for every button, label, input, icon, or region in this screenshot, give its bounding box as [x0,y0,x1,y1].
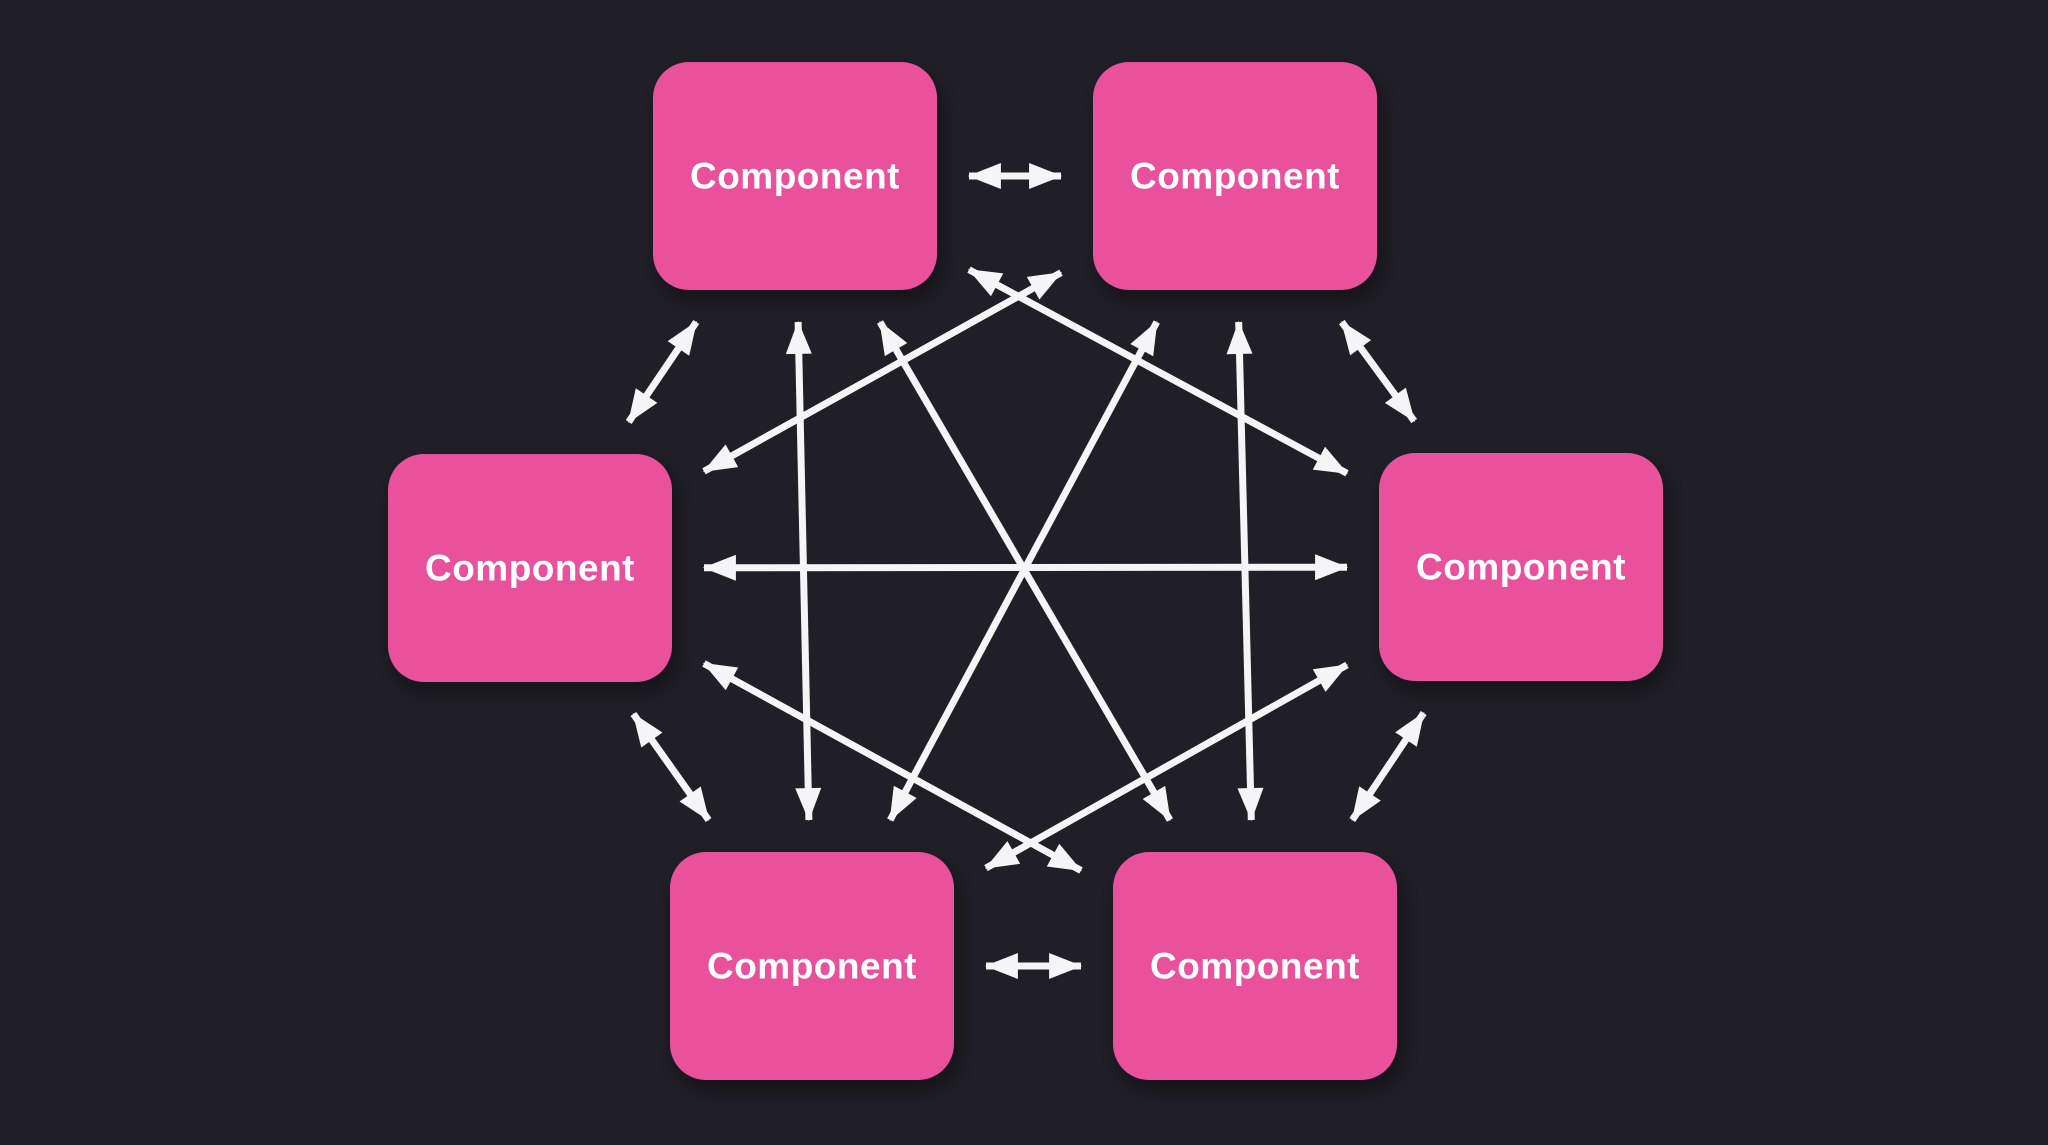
component-node-top-right: Component [1093,62,1377,290]
connection-arrow-top-right--middle-left [702,269,1063,475]
component-label: Component [425,548,635,589]
component-box [388,454,672,682]
component-label: Component [1416,547,1626,588]
connections-layer [625,163,1427,979]
component-box [1093,62,1377,290]
component-node-bottom-right: Component [1113,852,1397,1080]
connection-arrow-top-right--middle-right [1338,319,1418,424]
component-node-middle-right: Component [1379,453,1663,681]
connection-arrow-top-left--middle-left [625,320,700,424]
component-box [670,852,954,1080]
component-box [1379,453,1663,681]
component-box [653,62,937,290]
component-node-bottom-left: Component [670,852,954,1080]
component-label: Component [707,946,917,987]
component-label: Component [1130,156,1340,197]
connection-arrow-middle-left--bottom-left [630,711,712,823]
component-label: Component [690,156,900,197]
connection-arrow-middle-right--bottom-left [984,661,1349,872]
component-box [1113,852,1397,1080]
component-node-middle-left: Component [388,454,672,682]
connection-arrow-middle-right--bottom-right [1349,711,1427,822]
component-label: Component [1150,946,1360,987]
component-node-top-left: Component [653,62,937,290]
